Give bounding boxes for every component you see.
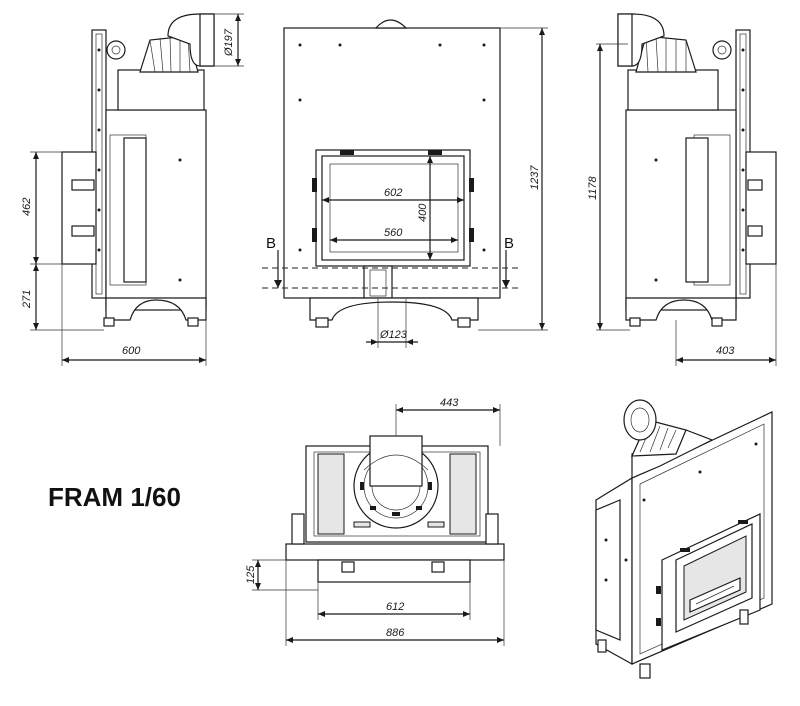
side-depth-label: 600 xyxy=(122,345,141,357)
left-side-view xyxy=(30,13,244,366)
top-view xyxy=(252,404,505,646)
side-depth-right-label: 403 xyxy=(716,345,735,357)
flue-diameter-label: Ø197 xyxy=(223,28,235,57)
front-view xyxy=(262,19,548,348)
side-height-upper-label: 462 xyxy=(21,198,33,216)
glass-height-label: 400 xyxy=(417,203,429,222)
right-side-view xyxy=(596,13,777,366)
glass-width-label: 602 xyxy=(384,187,402,199)
section-mark-right: B xyxy=(504,235,514,252)
top-depth-label: 443 xyxy=(440,397,459,409)
total-height-side-label: 1178 xyxy=(587,175,599,200)
isometric-view xyxy=(595,399,773,679)
section-mark-left: B xyxy=(266,235,276,252)
inner-width-label: 560 xyxy=(384,227,403,239)
air-inlet-diameter-label: Ø123 xyxy=(379,329,408,341)
top-front-depth-label: 125 xyxy=(245,565,257,584)
side-height-lower-label: 271 xyxy=(21,290,33,309)
top-inner-width-label: 612 xyxy=(386,601,404,613)
model-title: FRAM 1/60 xyxy=(48,482,181,512)
total-height-front-label: 1237 xyxy=(529,165,541,190)
top-total-width-label: 886 xyxy=(386,627,405,639)
